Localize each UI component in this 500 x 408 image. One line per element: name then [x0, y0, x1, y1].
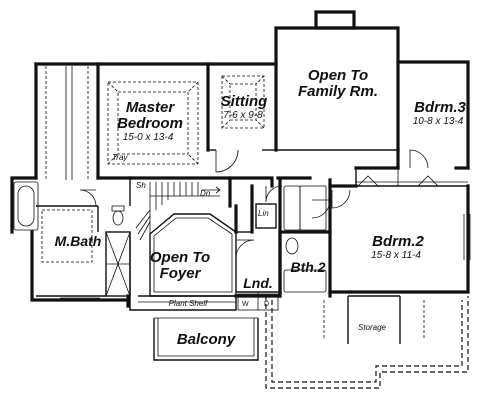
- storage-attic: [265, 295, 469, 389]
- walk-in-closet: [45, 66, 89, 180]
- balcony: [153, 317, 259, 361]
- room-labels: Master Bedroom 15-0 x 13-4 Tray Sitting …: [55, 67, 467, 348]
- open-family-title-1: Open To: [308, 67, 368, 84]
- bdrm3-dims: 10-8 x 13-4: [413, 116, 464, 127]
- master-bedroom: [96, 62, 210, 206]
- shower-note: Sh: [136, 181, 146, 190]
- mbath-title: M.Bath: [55, 233, 102, 249]
- bedroom-3: [354, 148, 470, 187]
- linen-note: Lin: [258, 209, 269, 218]
- bdrm3-title: Bdrm.3: [414, 99, 466, 116]
- sitting-area: [208, 62, 278, 173]
- master-bedroom-title-1: Master: [126, 99, 176, 116]
- laundry-and-bath2: [228, 176, 332, 311]
- washer-note: W: [242, 301, 249, 308]
- balcony-title: Balcony: [177, 331, 236, 348]
- stair-and-foyer: [128, 176, 237, 311]
- master-bedroom-dims: 15-0 x 13-4: [123, 132, 174, 143]
- down-note: Dn: [200, 189, 211, 198]
- open-foyer-title-2: Foyer: [160, 265, 202, 282]
- sitting-dims: 7-6 x 9-8: [223, 110, 263, 121]
- open-family-title-2: Family Rm.: [298, 83, 378, 100]
- tray-note: Tray: [112, 153, 128, 162]
- bth2-title: Bth.2: [291, 259, 326, 275]
- master-bedroom-title-2: Bedroom: [117, 115, 183, 132]
- bdrm2-dims: 15-8 x 11-4: [371, 250, 421, 261]
- open-foyer-title-1: Open To: [150, 249, 210, 266]
- open-to-family-room: [276, 60, 400, 152]
- dryer-note: D: [264, 301, 269, 308]
- bdrm2-title: Bdrm.2: [372, 233, 424, 250]
- plant-shelf-note: Plant Shelf: [169, 299, 208, 308]
- storage-note: Storage: [358, 323, 387, 332]
- sitting-title: Sitting: [221, 93, 268, 110]
- lnd-title: Lnd.: [243, 275, 273, 291]
- bedroom-2: [328, 184, 471, 294]
- master-bath: [13, 181, 131, 299]
